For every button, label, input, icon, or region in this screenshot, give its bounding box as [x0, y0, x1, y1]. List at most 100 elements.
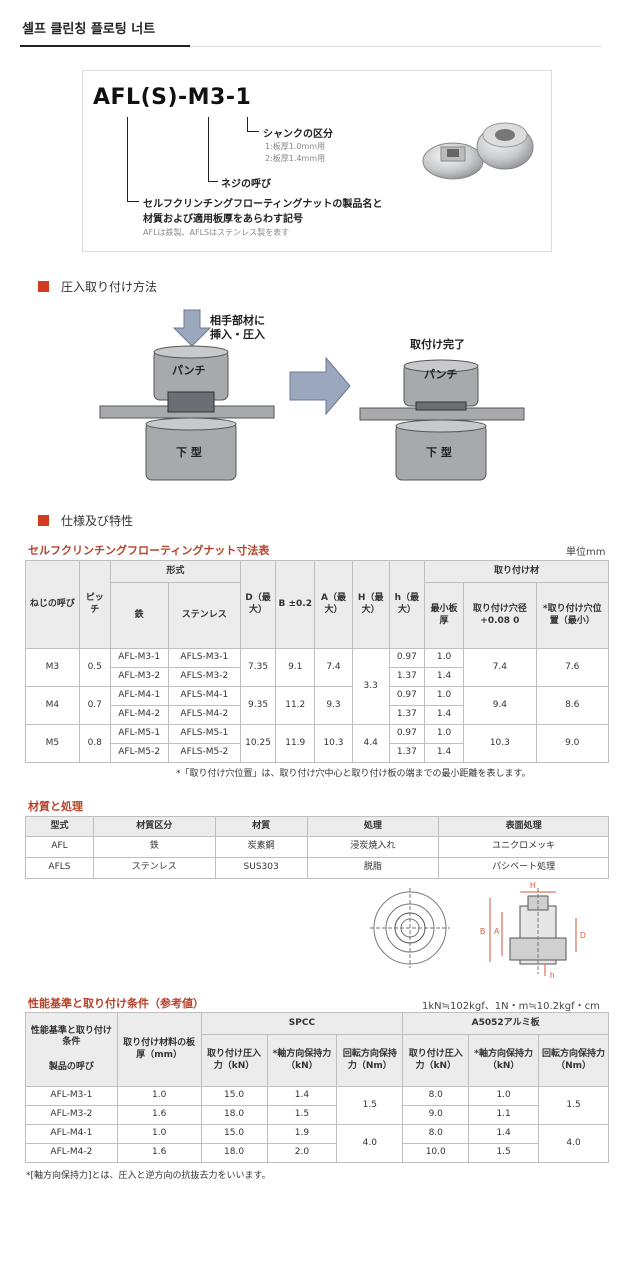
leader-thread-v	[208, 117, 209, 181]
table-cell: 1.37	[388, 667, 425, 687]
table-cell: AFLS-M4-2	[167, 705, 241, 725]
table-cell: 脱脂	[306, 857, 440, 879]
table-cell: 1.37	[388, 705, 425, 725]
table-cell: AFL-M3-1	[25, 1086, 118, 1106]
th-pitch: ピッチ	[78, 560, 111, 649]
drawing-side-view	[489, 888, 577, 976]
unit-note: 単位mm	[566, 547, 606, 558]
th-a5052: A5052アルミ板	[402, 1012, 609, 1035]
technical-drawing: H B A D h	[370, 881, 586, 980]
performance-unit-note: 1kN≒102kgf、1N・m≒10.2kgf・cm	[422, 1001, 600, 1012]
corner-top-label: 性能基準と取り付け条件	[30, 1025, 112, 1047]
table-cell: 10.0	[402, 1143, 470, 1163]
table-cell: 1.5	[468, 1143, 540, 1163]
table-cell: 15.0	[200, 1086, 268, 1106]
nut-right	[415, 401, 467, 411]
th-pos: *取り付け穴位置（最小）	[535, 582, 610, 649]
table-cell: 10.25	[239, 724, 277, 763]
table-cell: 1.0	[423, 724, 465, 744]
table-cell: AFL-M4-2	[25, 1143, 118, 1163]
table-cell: M4	[25, 686, 80, 725]
leader-product-h	[127, 201, 139, 202]
th-material: 材質区分	[92, 816, 216, 837]
table-cell: AFL-M3-1	[109, 648, 169, 668]
table-cell: AFL-M5-2	[109, 743, 169, 763]
table-cell: 0.5	[78, 648, 111, 687]
material-title: 材質と処理	[28, 800, 83, 813]
nut-photo	[422, 122, 534, 180]
table-cell: 10.3	[463, 724, 537, 763]
table-cell: 8.6	[535, 686, 610, 725]
th-material: 材質	[214, 816, 308, 837]
table-cell: 4.4	[351, 724, 390, 763]
material-table: 型式 材質区分 材質 処理 表面処理 AFL 鉄 炭素鋼 浸炭焼入れ ユニクロメ…	[25, 816, 609, 879]
dim-h-label: H	[530, 881, 536, 890]
dim-d-label: D	[580, 931, 586, 940]
thread-label: ネジの呼び	[221, 179, 271, 190]
table-cell: AFLS-M5-2	[167, 743, 241, 763]
table-cell: AFL-M4-2	[109, 705, 169, 725]
th-thick: 最小板厚	[423, 582, 465, 649]
th-type: 形式	[109, 560, 241, 583]
product-label-1: セルフクリンチングフローティングナットの製品名と	[143, 199, 383, 210]
table-cell: AFL-M4-1	[25, 1124, 118, 1144]
th-plate: 取り付け材料の板厚（mm）	[116, 1012, 202, 1087]
table-cell: 1.0	[468, 1086, 540, 1106]
table-cell: 1.4	[266, 1086, 338, 1106]
shank-label: シャンクの区分	[263, 129, 333, 140]
shank-opt-2: 2:板厚1.4mm用	[265, 154, 326, 163]
done-label: 取付け完了	[410, 338, 465, 351]
table-cell: 1.6	[116, 1143, 202, 1163]
table-cell: AFL-M4-1	[109, 686, 169, 706]
th-torque: 回転方向保持力（Nm）	[336, 1034, 404, 1087]
table-cell: 3.3	[351, 648, 390, 725]
leader-shank-h	[247, 131, 259, 132]
th-thread: ねじの呼び	[25, 560, 80, 649]
table-cell: M3	[25, 648, 80, 687]
install-diagram	[99, 309, 525, 481]
th-iron: 鉄	[109, 582, 169, 649]
table-cell: ステンレス	[92, 857, 216, 879]
th-axial: *軸方向保持力（kN）	[266, 1034, 338, 1087]
shank-opt-1: 1:板厚1.0mm用	[265, 142, 326, 151]
table-cell: 1.5	[538, 1086, 609, 1125]
table-cell: 1.0	[423, 686, 465, 706]
leader-product-v	[127, 117, 128, 201]
table-cell: 1.0	[116, 1124, 202, 1144]
table-cell: AFL-M3-2	[109, 667, 169, 687]
table-cell: 1.4	[468, 1124, 540, 1144]
leader-shank-v	[247, 117, 248, 131]
table-cell: ユニクロメッキ	[438, 836, 609, 858]
dim-hh-label: h	[550, 971, 554, 980]
th-spcc: SPCC	[200, 1012, 404, 1035]
th-material: 処理	[306, 816, 440, 837]
dimension-footnote: *「取り付け穴位置」は、取り付け穴中心と取り付け板の端までの最小距離を表します。	[176, 769, 531, 779]
th-stainless: ステンレス	[167, 582, 241, 649]
section-marker	[38, 281, 49, 292]
arrow-label-1: 相手部材に	[210, 314, 265, 327]
table-cell: 7.4	[463, 648, 537, 687]
corner-bottom-label: 製品の呼び	[48, 1062, 94, 1073]
die-label-left: 下 型	[176, 446, 202, 459]
step-arrow	[289, 356, 351, 416]
table-cell: AFLS-M3-1	[167, 648, 241, 668]
drawing-top-view	[370, 888, 450, 968]
table-cell: 7.35	[239, 648, 277, 687]
table-cell: AFL-M3-2	[25, 1105, 118, 1125]
title-divider	[20, 46, 602, 47]
table-cell: 9.0	[402, 1105, 470, 1125]
table-cell: 浸炭焼入れ	[306, 836, 440, 858]
table-cell: AFLS	[25, 857, 94, 879]
table-cell: 0.97	[388, 686, 425, 706]
punch-label-right: パンチ	[424, 368, 458, 381]
th-mount: 取り付け材	[423, 560, 610, 583]
performance-footnote: *[軸方向保持力]とは、圧入と逆方向の抗抜去力をいいます。	[26, 1171, 271, 1181]
table-cell: 9.35	[239, 686, 277, 725]
dim-a-label: A	[494, 927, 500, 936]
nut-left	[167, 391, 215, 413]
table-cell: 1.9	[266, 1124, 338, 1144]
th-a: A（最大）	[314, 560, 353, 649]
table-cell: 1.5	[266, 1105, 338, 1125]
th-corner: 性能基準と取り付け条件 製品の呼び	[25, 1012, 118, 1087]
table-cell: 18.0	[200, 1105, 268, 1125]
